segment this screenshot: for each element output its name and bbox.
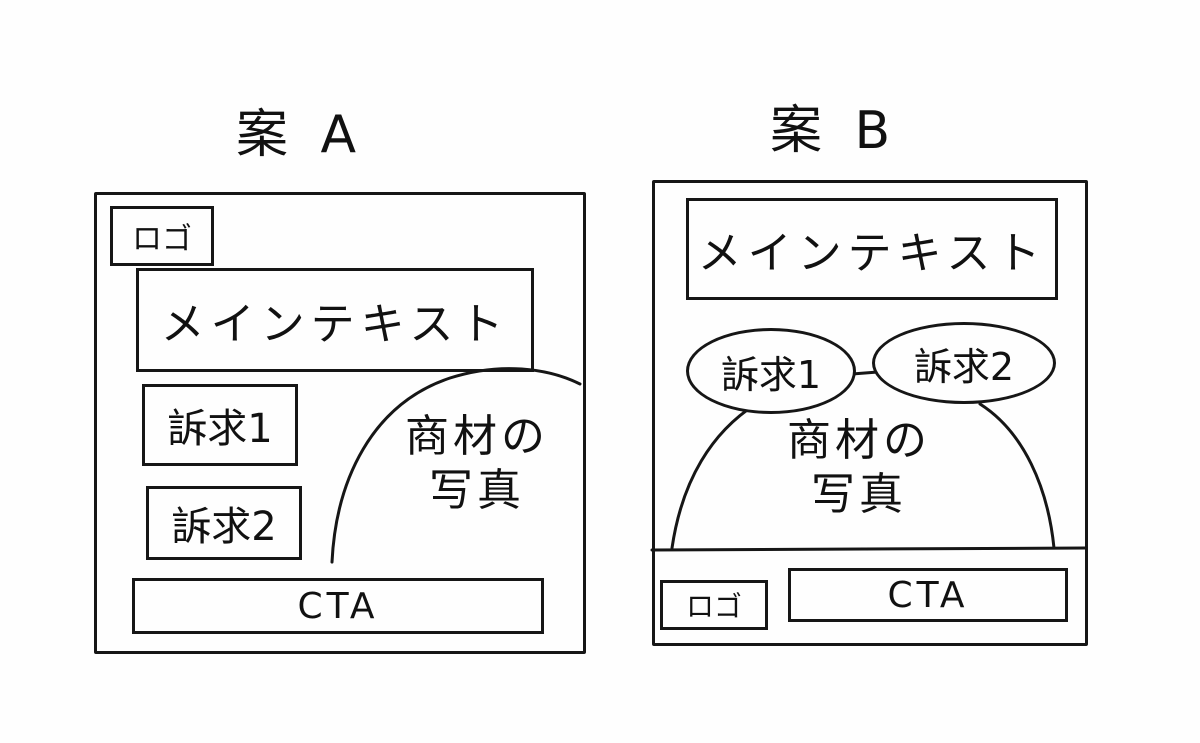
plan-a-photo-line-2: 写真 (429, 465, 525, 516)
plan-a-photo-caption: 商材の 写真 (392, 410, 562, 518)
plan-b-photo-caption: 商材の 写真 (764, 414, 954, 522)
plan-b-main-text-box: メインテキスト (686, 198, 1058, 300)
plan-a-cta-box: CTA (132, 578, 544, 634)
plan-a-title: 案 A (236, 105, 365, 165)
plan-b-cta-label: CTA (887, 574, 969, 616)
plan-b-divider-line (650, 546, 1088, 552)
plan-a-frame (94, 192, 586, 654)
plan-a-appeal-1-label: 訴求1 (167, 406, 273, 452)
plan-b-logo-box: ロゴ (660, 580, 768, 630)
plan-a-appeal-2-label: 訴求2 (171, 504, 277, 550)
plan-a-logo-label: ロゴ (132, 222, 192, 257)
plan-b-frame (652, 180, 1088, 646)
plan-b-photo-line-2: 写真 (811, 469, 907, 520)
plan-a-photo-arc (330, 367, 582, 564)
plan-a-main-text-label: メインテキスト (160, 299, 510, 350)
plan-b-cta-box: CTA (788, 568, 1068, 622)
plan-b-appeal-2-bubble: 訴求2 (872, 322, 1056, 404)
plan-b-photo-line-1: 商材の (787, 415, 931, 466)
plan-b-photo-arc-right (978, 402, 1056, 550)
plan-b-main-text-label: メインテキスト (697, 228, 1047, 279)
plan-b-logo-label: ロゴ (685, 590, 742, 623)
plan-a-photo-line-1: 商材の (405, 411, 549, 462)
plan-b-appeal-1-label: 訴求1 (720, 352, 822, 397)
plan-a-main-text-box: メインテキスト (136, 268, 534, 372)
plan-b-title: 案 B (770, 101, 899, 161)
plan-b-appeal-2-label: 訴求2 (913, 344, 1015, 389)
plan-b-photo-arc-left (670, 402, 758, 550)
plan-b-appeal-1-bubble: 訴求1 (686, 328, 856, 414)
plan-a-cta-label: CTA (297, 585, 379, 627)
plan-a-appeal-2-box: 訴求2 (146, 486, 302, 560)
plan-a-logo-box: ロゴ (110, 206, 214, 266)
plan-a-appeal-1-box: 訴求1 (142, 384, 298, 466)
